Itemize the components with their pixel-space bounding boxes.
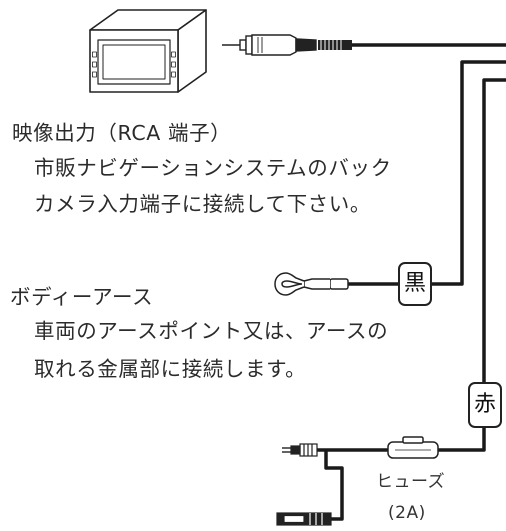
black-wire-label: 黒 [403,271,426,296]
body-ground-title: ボディーアース [10,285,154,309]
body-ground-line-2: 取れる金属部に接続します。 [34,357,307,381]
power-connector-icon [282,443,318,457]
ring-terminal-icon [274,272,349,296]
video-output-line-2: カメラ入力端子に接続して下さい。 [34,192,371,216]
fuse-label: ヒューズ [376,472,446,492]
power-lower-wire [438,428,486,452]
fuse-rating: (2A) [388,503,426,523]
black-wire-tag: 黒 [398,262,432,306]
red-wire-label: 赤 [473,392,496,417]
branch-wire [324,450,344,521]
wire-bundle [317,43,506,521]
power-wire [482,78,506,382]
navigation-head-unit-icon [89,9,207,93]
ground-wire [432,60,506,286]
inline-fuse-holder-icon [387,436,439,459]
red-wire-tag: 赤 [468,382,502,428]
video-output-title: 映像出力（RCA 端子） [12,121,232,145]
video-output-line-1: 市販ナビゲーションシステムのバック [34,156,392,180]
body-ground-line-1: 車両のアースポイント又は、アースの [34,319,389,343]
accessory-connector-icon [276,512,332,526]
rca-plug-icon [222,34,352,56]
